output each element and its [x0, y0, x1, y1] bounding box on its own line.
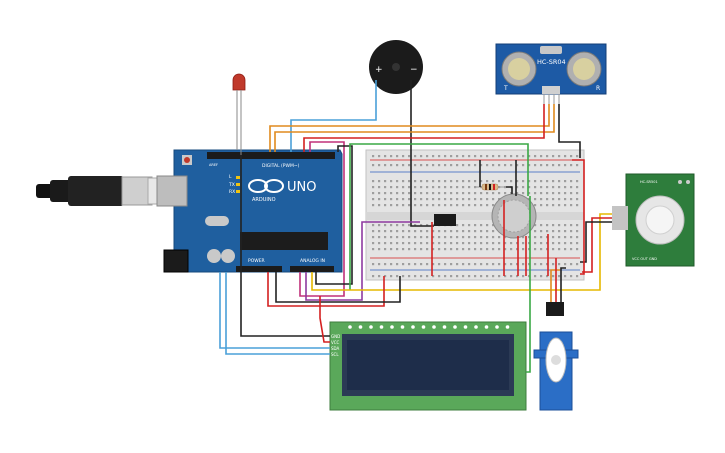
rx-label: RX [229, 189, 235, 195]
wire-red-pir [582, 217, 612, 273]
wire-yellow-analog [311, 213, 612, 291]
servo-motor [533, 302, 579, 411]
wire-servo-orange [550, 269, 560, 302]
lcd-pin-label: SDA [331, 346, 340, 351]
wire-lcd-sda [219, 272, 330, 349]
wire-black-pir [580, 221, 612, 263]
wire-purple [305, 221, 420, 301]
wire-black-bb-left [275, 272, 401, 303]
resistor [474, 183, 504, 191]
gas-sensor [491, 193, 537, 239]
arduino-uno-board: UNO ARDUINO DIGITAL (PWM~) POWER ANALOG … [156, 149, 343, 273]
ultrasonic-sensor: HC-SR04 T R [495, 43, 607, 104]
arduino-brand-label: ARDUINO [252, 197, 276, 203]
buzzer-minus-label: − [410, 65, 418, 75]
pir-motion-sensor: HC-SR501 VCC OUT GND [612, 173, 695, 267]
analog-header-label: ANALOG IN [300, 258, 325, 264]
wire-hcsr04-trig [269, 104, 550, 152]
lcd-pin-label: GND [331, 334, 340, 339]
temperature-sensor [434, 214, 456, 226]
arduino-model-label: UNO [287, 180, 316, 195]
wire-lcd-green [526, 196, 531, 373]
wire-lcd-scl [225, 272, 330, 355]
ultrasonic-t-mark: T [503, 85, 508, 92]
wire-buzzer-signal [290, 80, 377, 152]
wire-green-gas [349, 143, 529, 290]
pir-top-label: HC-SR501 [640, 180, 658, 184]
buzzer-plus-label: + [375, 65, 383, 75]
wire-led-gnd [240, 155, 330, 337]
tx-label: TX [228, 182, 235, 188]
digital-header-label: DIGITAL (PWM~) [262, 163, 300, 169]
lcd-pin-label: VCC [331, 340, 340, 345]
lcd-pin-pads [348, 325, 510, 329]
wire-lcd-vcc [319, 296, 330, 343]
ultrasonic-r-mark: R [596, 85, 600, 92]
wire-hcsr04-vcc [303, 104, 545, 152]
lcd-pin-label: SCL [331, 352, 339, 357]
wire-hcsr04-echo [274, 104, 555, 152]
wire-magenta [299, 141, 345, 297]
wire-hcsr04-gnd [558, 104, 581, 158]
pir-bottom-label: VCC OUT GND [632, 257, 657, 261]
wire-servo-black [560, 267, 566, 302]
breadboard [365, 149, 585, 281]
wire-black-res-right [506, 186, 513, 194]
piezo-buzzer: + − [369, 40, 423, 94]
red-led [232, 73, 246, 155]
wire-red-bb-left [267, 272, 385, 307]
wire-red-bb-power [572, 159, 585, 275]
power-header-label: POWER [248, 258, 265, 264]
breadboard-holes [372, 155, 579, 278]
l-label: L [229, 174, 232, 180]
wire-buzzer-ground [410, 80, 434, 227]
usb-cable [36, 176, 177, 206]
aref-label: AREF [209, 163, 218, 167]
wire-black-arduino-top [315, 145, 353, 285]
ultrasonic-model-label: HC-SR04 [537, 58, 566, 66]
wires [219, 80, 612, 373]
